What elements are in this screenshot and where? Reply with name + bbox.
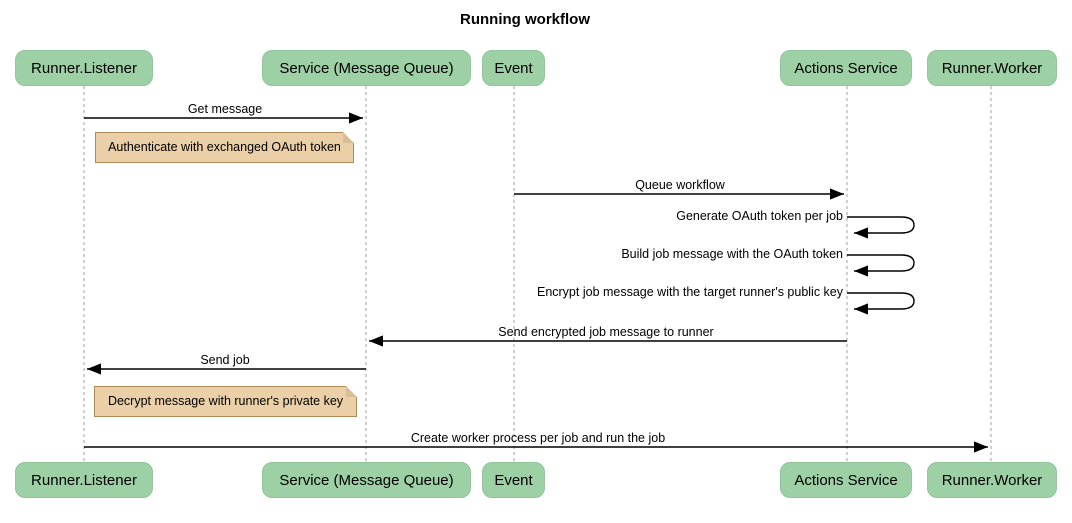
participant-top-actions-service: Actions Service bbox=[780, 50, 912, 86]
message-label-build-job-message: Build job message with the OAuth token bbox=[621, 247, 843, 261]
participant-bottom-runner-worker: Runner.Worker bbox=[927, 462, 1057, 498]
message-label-encrypt-job-message: Encrypt job message with the target runn… bbox=[536, 285, 843, 299]
participant-top-runner-worker: Runner.Worker bbox=[927, 50, 1057, 86]
self-loop-build-job-message bbox=[847, 254, 915, 277]
message-label-generate-oauth-token: Generate OAuth token per job bbox=[676, 209, 843, 223]
message-label-create-worker-process: Create worker process per job and run th… bbox=[410, 431, 666, 445]
note-decrypt-message-text: Decrypt message with runner's private ke… bbox=[107, 394, 344, 408]
note-authenticate-oauth-text: Authenticate with exchanged OAuth token bbox=[108, 140, 341, 154]
note-fold-icon bbox=[346, 386, 357, 397]
self-loop-encrypt-job-message bbox=[847, 292, 915, 315]
participant-bottom-event: Event bbox=[482, 462, 545, 498]
note-fold-icon bbox=[343, 132, 354, 143]
message-label-queue-workflow: Queue workflow bbox=[635, 178, 725, 192]
participant-top-runner-listener: Runner.Listener bbox=[15, 50, 153, 86]
participant-bottom-service-mq: Service (Message Queue) bbox=[262, 462, 471, 498]
message-label-send-job: Send job bbox=[200, 353, 250, 367]
diagram-title: Running workflow bbox=[460, 11, 590, 28]
participant-bottom-runner-listener: Runner.Listener bbox=[15, 462, 153, 498]
participant-bottom-actions-service: Actions Service bbox=[780, 462, 912, 498]
message-label-send-encrypted-job-message: Send encrypted job message to runner bbox=[498, 325, 714, 339]
message-label-get-message: Get message bbox=[187, 102, 263, 116]
participant-top-event: Event bbox=[482, 50, 545, 86]
note-authenticate-oauth: Authenticate with exchanged OAuth token bbox=[95, 132, 354, 163]
self-loop-generate-oauth-token bbox=[847, 216, 915, 239]
participant-top-service-mq: Service (Message Queue) bbox=[262, 50, 471, 86]
note-decrypt-message: Decrypt message with runner's private ke… bbox=[94, 386, 357, 417]
